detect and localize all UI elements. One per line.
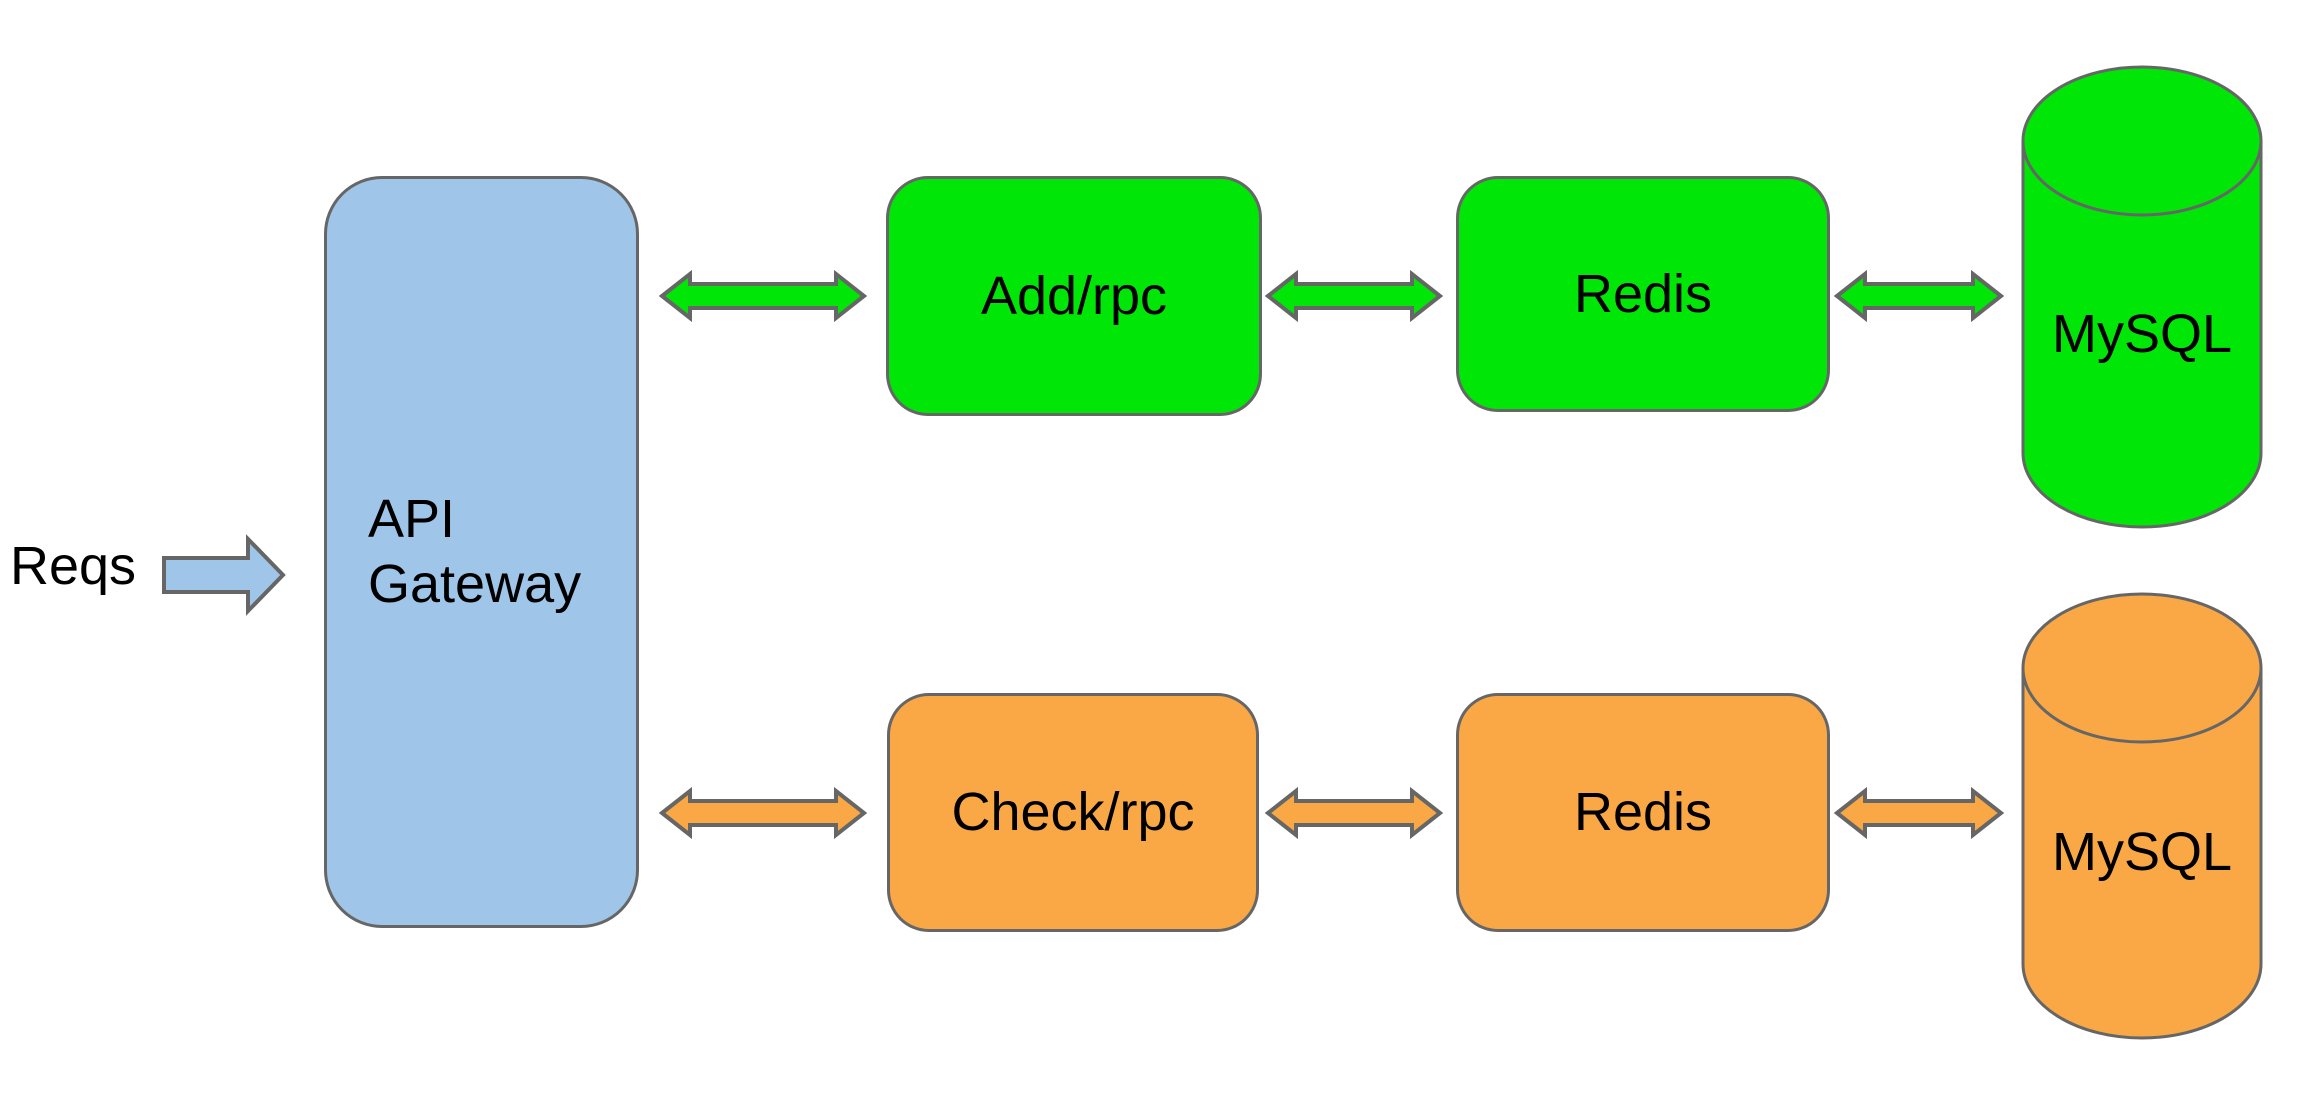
redis-check-node: Redis xyxy=(1456,693,1830,932)
reqs-label: Reqs xyxy=(10,536,137,596)
arrow-addrpc-redis-icon xyxy=(1264,269,1444,323)
redis-add-node: Redis xyxy=(1456,176,1830,412)
api-gateway-label: API Gateway xyxy=(368,489,582,614)
mysql-add-cylinder: MySQL xyxy=(2021,64,2263,530)
database-cylinder-icon xyxy=(2021,592,2263,1040)
arrow-redis-mysql-check-icon xyxy=(1833,786,2005,840)
arrow-gateway-checkrpc-icon xyxy=(658,786,868,840)
database-cylinder-icon xyxy=(2021,65,2263,529)
mysql-check-cylinder: MySQL xyxy=(2021,591,2263,1041)
arrow-gateway-addrpc-icon xyxy=(658,269,868,323)
api-gateway-node: API Gateway xyxy=(324,176,639,928)
add-rpc-label: Add/rpc xyxy=(980,265,1168,326)
arrow-checkrpc-redis-icon xyxy=(1264,786,1444,840)
check-rpc-node: Check/rpc xyxy=(887,693,1259,932)
check-rpc-label: Check/rpc xyxy=(951,782,1195,842)
mysql-add-label: MySQL xyxy=(2051,304,2233,365)
mysql-check-label: MySQL xyxy=(2051,822,2233,882)
arrow-redis-mysql-add-icon xyxy=(1833,269,2005,323)
redis-check-label: Redis xyxy=(1573,782,1713,842)
reqs-arrow-icon xyxy=(162,534,286,616)
redis-add-label: Redis xyxy=(1573,263,1713,324)
add-rpc-node: Add/rpc xyxy=(886,176,1262,416)
